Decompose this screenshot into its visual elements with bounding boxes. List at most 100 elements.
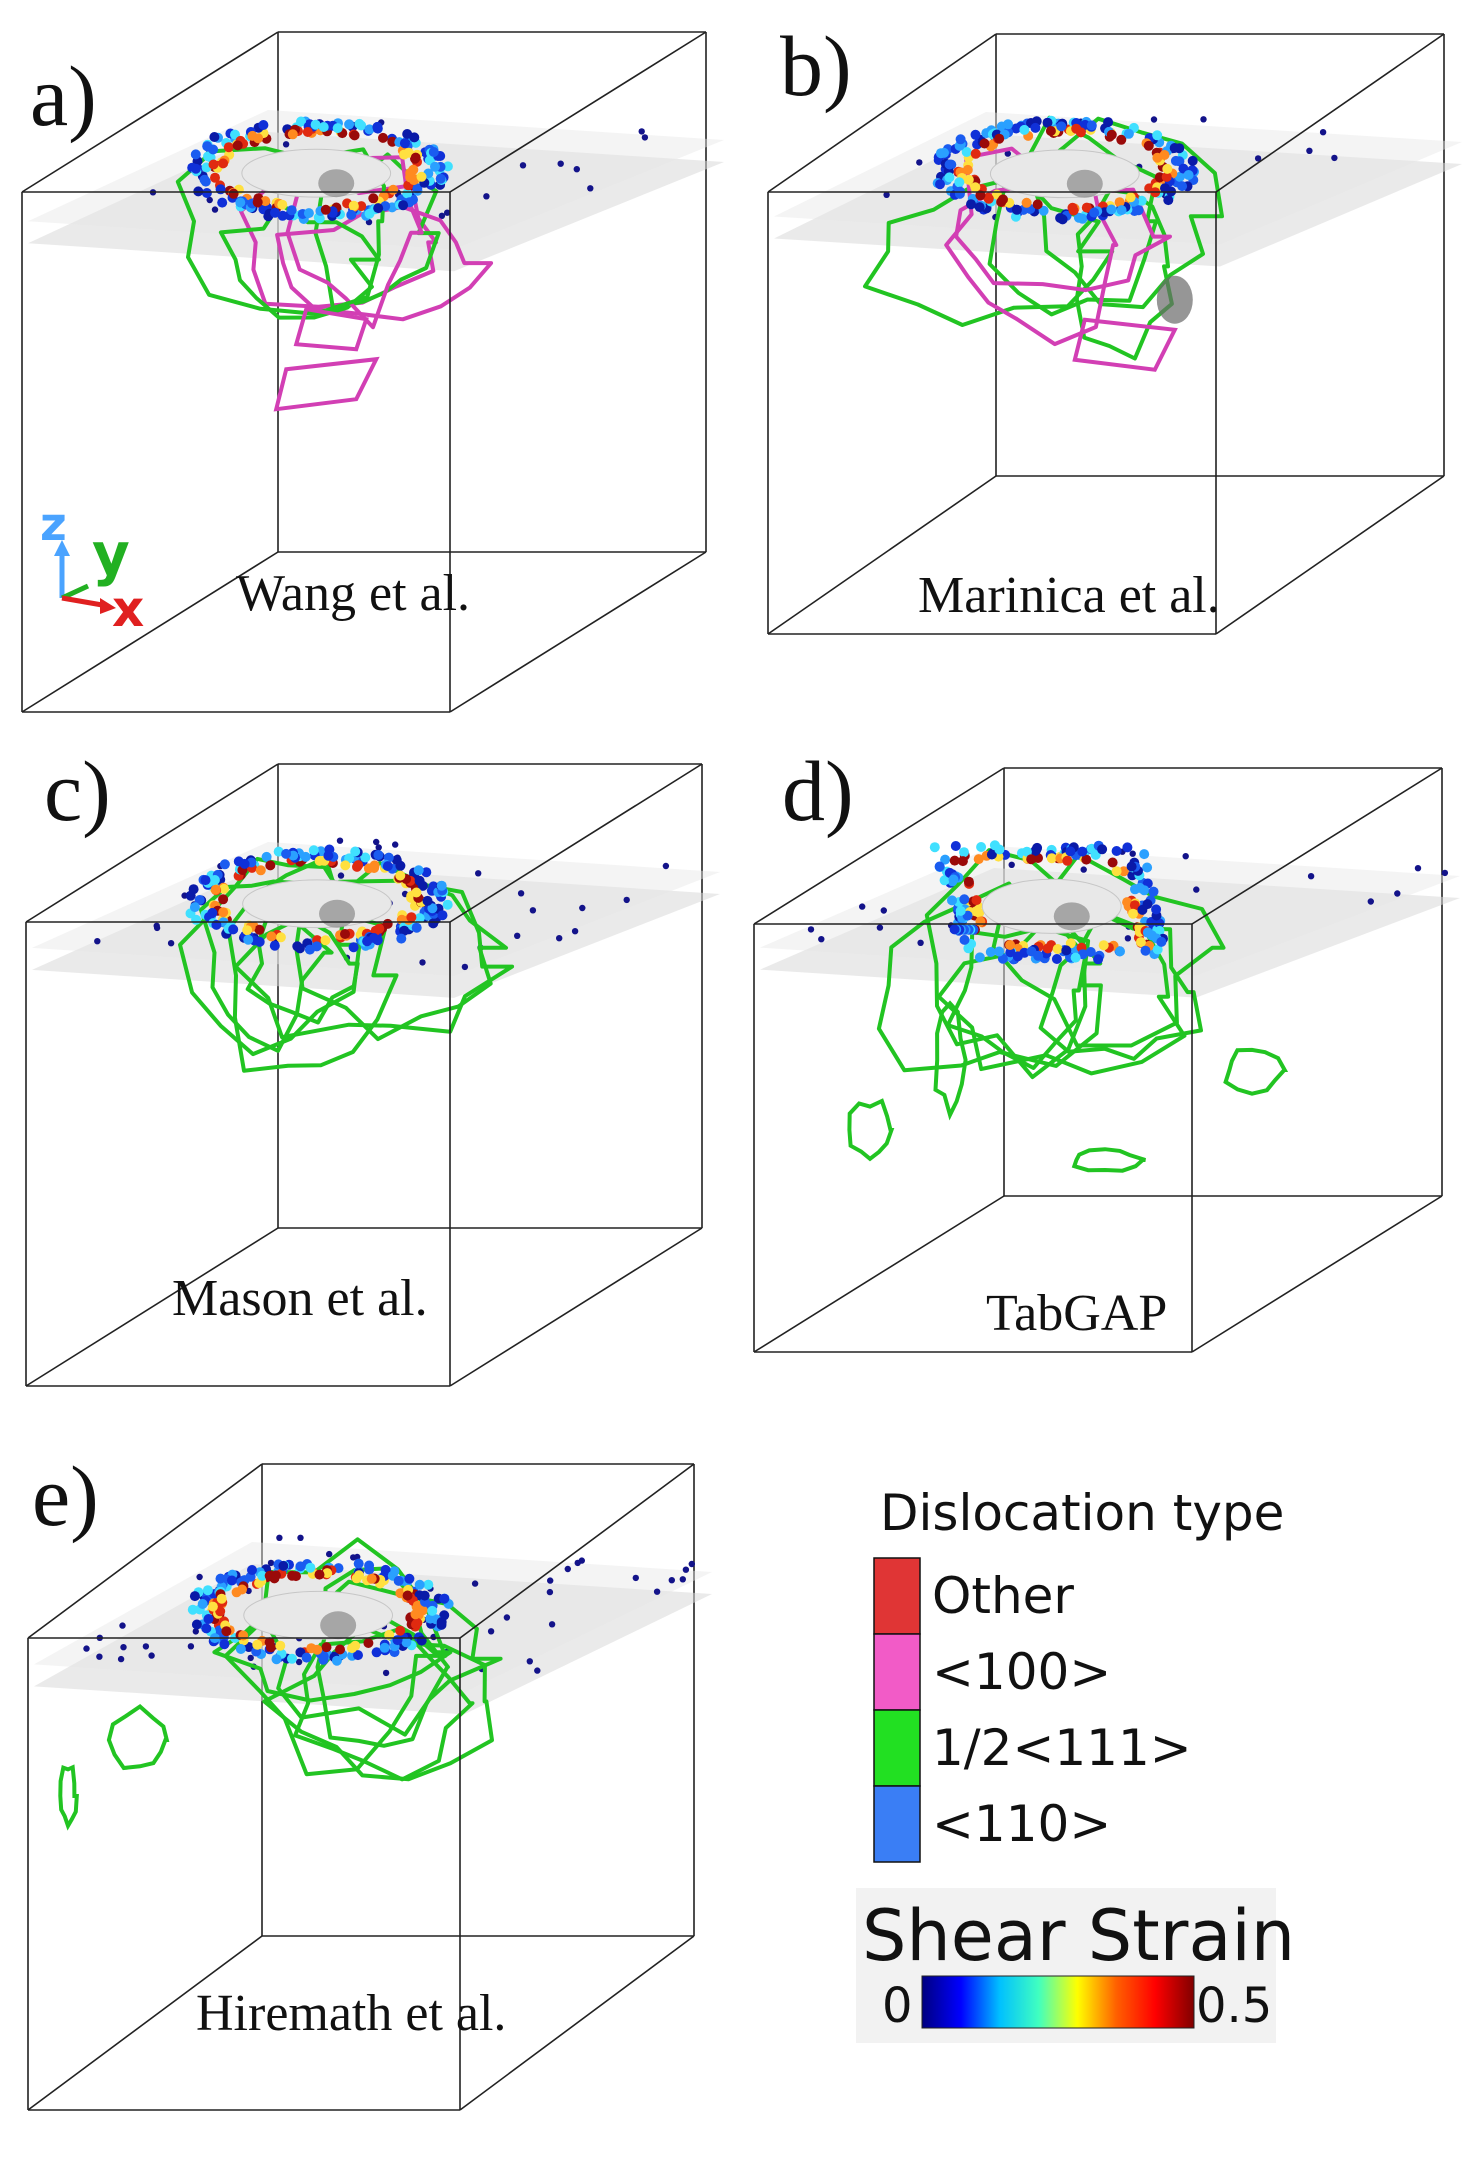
panel-b: b) Marinica et al. [767, 18, 1462, 635]
rim-atom [1129, 900, 1140, 911]
crater-defect-blob [318, 169, 355, 198]
rim-atom [1068, 205, 1079, 216]
box-edge [459, 1463, 695, 1639]
rim-atom [1086, 120, 1097, 131]
rim-atom [410, 152, 421, 163]
dislocation-legend: Dislocation type Other<100>1/2<111><110> [873, 1484, 1284, 1863]
rim-atom [348, 942, 359, 953]
crater-rim [187, 116, 453, 224]
rim-atom [1042, 117, 1053, 128]
rim-atom [994, 946, 1005, 957]
rim-atom [994, 844, 1005, 855]
adatom-point [117, 1655, 125, 1663]
rim-atom [382, 861, 393, 872]
rim-atom [221, 1626, 232, 1637]
rim-atom [318, 122, 329, 132]
rim-atom [1062, 855, 1073, 866]
dislocation-loop [233, 878, 515, 1040]
rim-atom [408, 164, 419, 175]
rim-atom [442, 161, 453, 172]
defect-blob [1156, 275, 1193, 324]
rim-atom [395, 860, 406, 871]
rim-atom [983, 193, 994, 204]
rim-atom [1106, 204, 1117, 215]
box-edge [25, 1227, 279, 1387]
rim-atom [281, 848, 292, 859]
rim-atom [373, 203, 384, 214]
rim-atom [1116, 205, 1127, 216]
adatom-point [662, 862, 670, 870]
rim-atom [414, 875, 425, 886]
rim-atom [287, 1653, 297, 1664]
rim-atom [258, 120, 269, 130]
adatom-point [336, 837, 344, 844]
rim-atom [191, 914, 202, 925]
legend-item-label: Other [932, 1567, 1074, 1625]
adatom-point [1182, 853, 1189, 860]
rim-atom [437, 910, 448, 921]
adatom-point [282, 141, 290, 148]
rim-atom [395, 1625, 406, 1636]
adatom-point [337, 872, 345, 879]
rim-atom [1107, 857, 1118, 868]
rim-atom [209, 132, 220, 142]
rim-atom [1122, 897, 1133, 908]
rim-atom [959, 934, 970, 945]
legend-swatch [873, 1785, 921, 1863]
adatom-point [438, 212, 446, 219]
rim-atom [1056, 121, 1067, 132]
rim-atom [411, 922, 422, 933]
adatom-point [1367, 898, 1374, 905]
rim-atom [228, 188, 239, 199]
rim-atom [1046, 853, 1057, 864]
rim-atom [1114, 197, 1125, 208]
simulation-box [767, 33, 1462, 635]
rim-atom [306, 1643, 317, 1654]
box-edge [27, 1463, 263, 1639]
adatom-point [119, 1622, 126, 1629]
adatom-point [487, 1628, 495, 1635]
rim-atom [392, 1635, 403, 1646]
rim-atom [217, 197, 228, 208]
panel-d: d) TabGAP [753, 743, 1460, 1353]
box-edge [21, 551, 279, 713]
dislocation-loop [275, 205, 494, 322]
rim-atom [411, 887, 422, 898]
adatom-point [514, 932, 521, 939]
adatom-point [534, 1667, 541, 1674]
rim-atom [239, 858, 250, 869]
adatom-point [547, 1577, 554, 1584]
adatom-point [883, 191, 890, 198]
rim-atom [959, 847, 969, 858]
box-edge [449, 551, 707, 713]
rim-atom [949, 855, 960, 866]
rim-atom [310, 119, 321, 130]
rim-atom [202, 1585, 213, 1596]
rim-atom [939, 875, 950, 886]
panel-letter-a: a) [30, 48, 97, 144]
rim-atom [935, 148, 946, 159]
rim-atom [414, 913, 425, 924]
rim-atom [254, 936, 265, 947]
rim-atom [185, 890, 196, 901]
simulation-box [25, 763, 720, 1387]
panel-e: e) Hiremath et al. [27, 1448, 712, 2111]
rim-atom [970, 129, 981, 140]
rim-atom [275, 932, 286, 943]
adatom-point [1080, 866, 1087, 873]
rim-atom [395, 870, 406, 881]
isolated-dislocation-loop [847, 1098, 895, 1162]
rim-atom [986, 849, 997, 860]
axis-y-label: y [92, 520, 130, 588]
adatom-point [187, 1643, 195, 1650]
rim-atom [226, 1575, 237, 1586]
legend-item-label: <110> [932, 1795, 1111, 1853]
box-edge [449, 763, 703, 923]
rim-atom [296, 116, 306, 127]
rim-atom [1134, 882, 1145, 893]
rim-atom [396, 933, 407, 944]
rim-atom [203, 151, 213, 162]
adatom-point [1200, 116, 1207, 123]
rim-atom [321, 1642, 332, 1653]
adatom-point [519, 162, 527, 169]
